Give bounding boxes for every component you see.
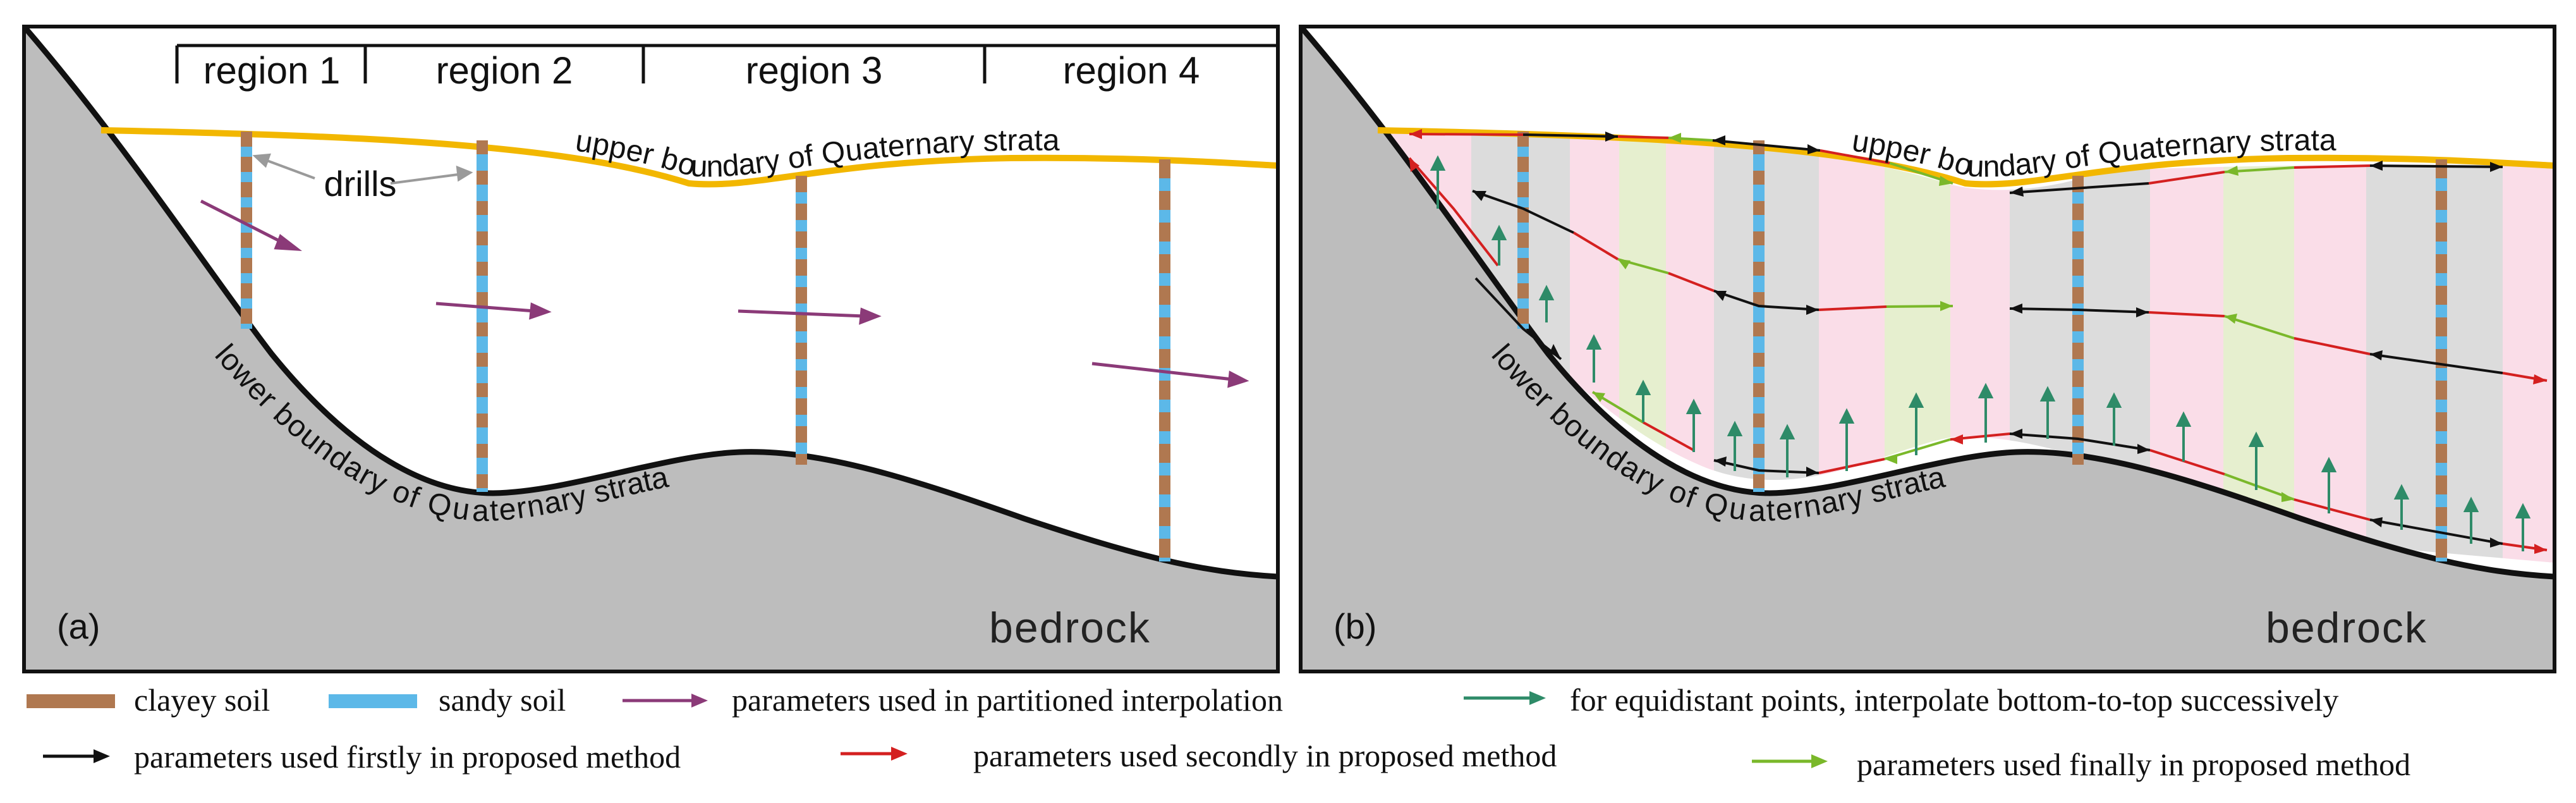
panel-b-label: (b) — [1334, 606, 1376, 646]
bedrock-area-b — [1301, 27, 2555, 671]
legend-finally-label: parameters used finally in proposed meth… — [1857, 747, 2410, 782]
upper-boundary-line-b — [1377, 127, 2555, 188]
region-2-label: region 2 — [436, 49, 573, 92]
drills-label: drills — [324, 164, 396, 204]
sandy-swatch — [329, 694, 417, 708]
arrow-icon — [1529, 691, 1546, 705]
bedrock-area-a — [24, 27, 1278, 671]
region-3-label: region 3 — [746, 49, 883, 92]
region-1-label: region 1 — [204, 49, 341, 92]
legend-equidistant-label: for equidistant points, interpolate bott… — [1570, 682, 2338, 718]
upper-boundary-line-a — [100, 127, 1279, 188]
region-brackets — [175, 44, 1280, 83]
bedrock-label-b: bedrock — [2266, 604, 2427, 652]
legend-sandy-label: sandy soil — [439, 682, 566, 718]
arrow-icon — [94, 749, 110, 763]
drills-pointer-arrows — [252, 153, 473, 185]
panel-b: upper boundary of Quaternary strata lowe… — [1299, 25, 2556, 673]
arrow-icon — [891, 747, 908, 761]
panel-a-label: (a) — [57, 606, 100, 646]
arrow-icon — [1811, 754, 1828, 768]
legend-partitioned: parameters used in partitioned interpola… — [623, 682, 1283, 718]
interpolation-arrowheads — [1409, 129, 2547, 554]
legend-clayey-label: clayey soil — [134, 682, 270, 718]
legend-firstly-label: parameters used firstly in proposed meth… — [134, 739, 681, 775]
legend-secondly: parameters used secondly in proposed met… — [841, 738, 1557, 773]
bedrock-label-a: bedrock — [989, 604, 1151, 652]
lower-boundary-line-a — [24, 27, 1278, 580]
equidistant-arrows — [1430, 155, 2531, 551]
legend-sandy: sandy soil — [329, 682, 566, 718]
panel-b-frame — [1299, 25, 2556, 673]
legend-firstly: parameters used firstly in proposed meth… — [43, 739, 681, 775]
arrow-icon — [691, 694, 708, 708]
legend-equidistant: for equidistant points, interpolate bott… — [1464, 682, 2338, 718]
legend-partitioned-label: parameters used in partitioned interpola… — [732, 682, 1283, 718]
legend-clayey: clayey soil — [27, 682, 270, 718]
partitioned-arrows — [200, 199, 1249, 388]
legend-finally: parameters used finally in proposed meth… — [1752, 747, 2410, 782]
panel-a-frame — [22, 25, 1280, 673]
lower-boundary-line-b — [1301, 27, 2555, 580]
legend: clayey soil sandy soil parameters used i… — [27, 682, 2410, 782]
legend-secondly-label: parameters used secondly in proposed met… — [973, 738, 1557, 773]
clayey-swatch — [27, 694, 115, 708]
region-4-label: region 4 — [1063, 49, 1200, 92]
panel-a: region 1 region 2 region 3 region 4 dr — [22, 25, 1280, 673]
